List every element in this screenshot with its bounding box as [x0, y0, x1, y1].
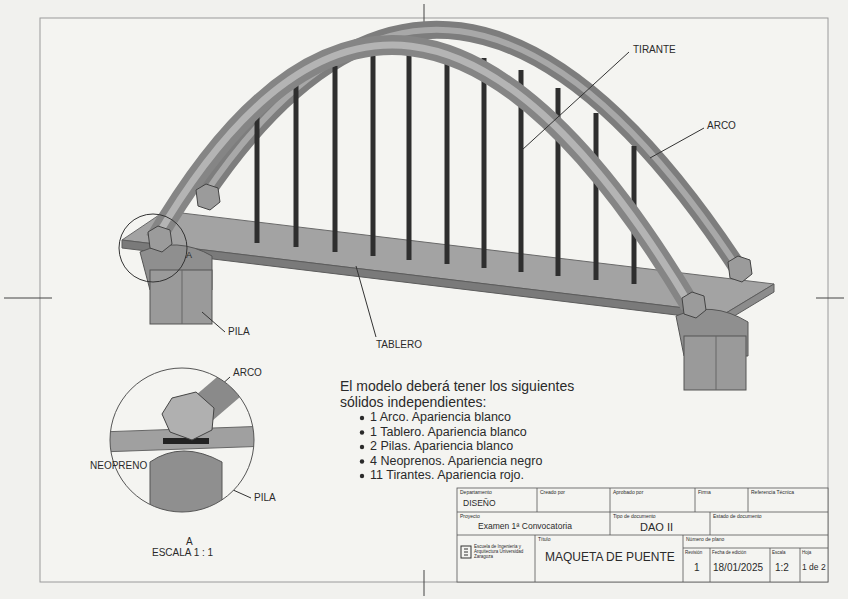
list-item: 4 Neoprenos. Apariencia negro — [370, 454, 542, 468]
cell-caption: Creado por — [540, 490, 565, 496]
cell-caption: Estado de documento — [713, 514, 762, 520]
cell-caption: Título — [538, 537, 551, 543]
title-block — [457, 488, 828, 582]
cell-caption: Firma — [698, 490, 711, 496]
list-item: 2 Pilas. Apariencia blanco — [370, 439, 513, 453]
cell-value: DAO II — [640, 521, 673, 534]
callout-label: PILA — [254, 492, 276, 504]
pier — [140, 245, 212, 324]
cell-value: 1 de 2 — [802, 563, 826, 573]
arch-foot — [148, 184, 752, 318]
scale-note: ESCALA 1 : 1 — [152, 547, 213, 559]
cell-caption: Número de plano — [686, 537, 724, 543]
logo-text: Escuela de Ingeniería y Arquitectura Uni… — [474, 544, 530, 560]
callout-label: ARCO — [233, 367, 262, 379]
cell-caption: Proyecto — [460, 514, 480, 520]
list-item: 1 Tablero. Apariencia blanco — [370, 425, 527, 439]
note-text: El modelo deberá tener los siguientes só… — [340, 378, 615, 410]
detail-view — [100, 360, 270, 530]
centre-marks — [4, 4, 844, 596]
cell-caption: Revisión — [685, 550, 702, 555]
cell-value: MAQUETA DE PUENTE — [545, 551, 675, 565]
cell-value: DISEÑO — [463, 499, 496, 509]
callout-label: TIRANTE — [633, 44, 676, 56]
cell-value: Examen 1ª Convocatoria — [478, 522, 572, 532]
detail-circle — [119, 214, 187, 282]
list-item: 11 Tirantes. Apariencia rojo. — [370, 468, 524, 482]
logo-mark — [461, 546, 471, 558]
callout-label: NEOPRENO — [90, 460, 147, 472]
list-item: 1 Arco. Apariencia blanco — [370, 410, 511, 424]
arch-highlight — [155, 45, 690, 305]
sheet-frame — [40, 18, 828, 582]
arch-rib — [155, 45, 690, 305]
cell-value: 1:2 — [775, 562, 789, 574]
cell-caption: Fecha de edición — [712, 550, 746, 555]
cell-value: 1 — [694, 562, 700, 574]
bullets — [360, 416, 364, 478]
cell-caption: Tipo de documento — [613, 514, 656, 520]
callout-label: TABLERO — [376, 339, 422, 351]
cell-value: 18/01/2025 — [713, 562, 763, 574]
callout-label: ARCO — [707, 120, 736, 132]
pier — [676, 309, 748, 390]
callout-label: PILA — [228, 326, 250, 338]
cell-caption: Hoja — [802, 550, 811, 555]
detail-outline — [110, 368, 254, 512]
cell-caption: Referencia Técnica — [751, 490, 794, 496]
cell-caption: Escala — [772, 550, 786, 555]
section-marker: A — [186, 250, 192, 260]
cell-caption: Departamento — [460, 490, 492, 496]
cell-caption: Aprobado por — [613, 490, 643, 496]
hangers — [257, 52, 634, 284]
section-marker: A — [186, 536, 193, 548]
